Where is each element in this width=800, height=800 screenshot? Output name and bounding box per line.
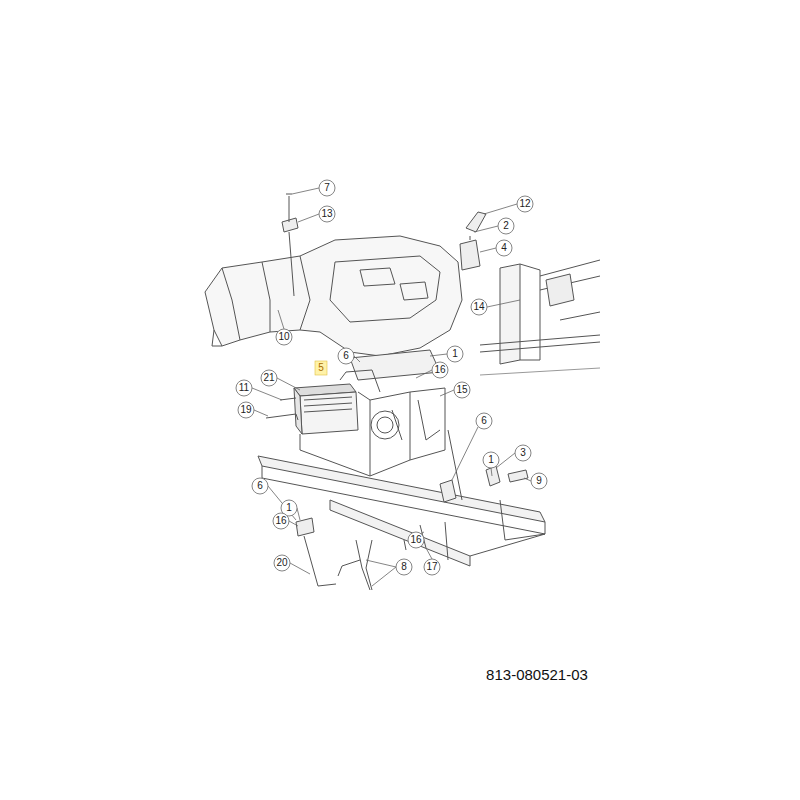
callout-number: 17	[426, 562, 437, 572]
callout-number: 16	[434, 365, 445, 375]
callout-number: 8	[401, 562, 407, 572]
callout-number: 6	[343, 351, 349, 361]
callout-number: 19	[240, 405, 251, 415]
highlight-box	[315, 361, 327, 375]
callout-number: 14	[473, 302, 484, 312]
line-art	[205, 194, 600, 590]
callout-number: 20	[276, 558, 287, 568]
callout-number: 7	[324, 183, 330, 193]
callout-number: 5	[318, 363, 324, 373]
callout-circles	[236, 180, 547, 575]
callout-number: 13	[321, 209, 332, 219]
callout-number: 6	[257, 481, 263, 491]
callout-number: 15	[456, 385, 467, 395]
leader-lines	[252, 188, 531, 586]
callout-number: 12	[519, 199, 530, 209]
callout-number: 1	[286, 503, 292, 513]
drawing-number: 813-080521-03	[486, 667, 588, 682]
callout-number: 3	[520, 448, 526, 458]
callout-number: 1	[488, 455, 494, 465]
callout-number: 6	[481, 416, 487, 426]
callout-number: 16	[275, 516, 286, 526]
callout-number: 4	[501, 243, 507, 253]
callout-number: 1	[452, 349, 458, 359]
callout-number: 11	[239, 383, 249, 393]
callout-number: 21	[263, 373, 274, 383]
callout-number: 2	[503, 221, 509, 231]
callout-number: 10	[278, 332, 289, 342]
callout-number: 16	[410, 535, 421, 545]
callout-number: 9	[536, 476, 542, 486]
